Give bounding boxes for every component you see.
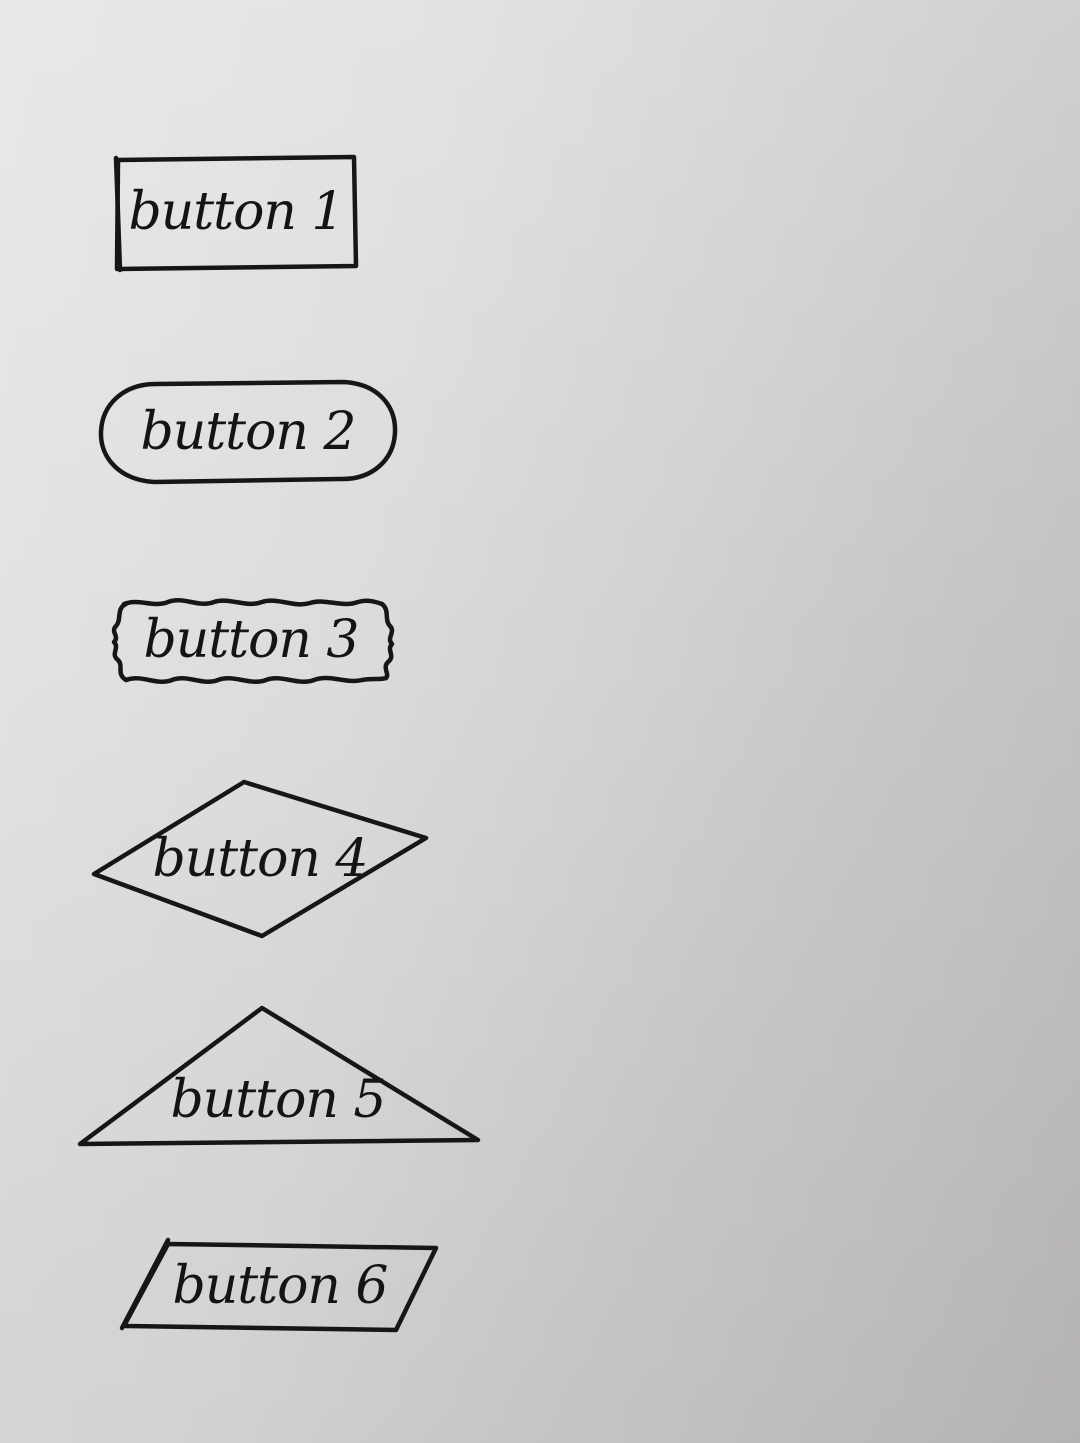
button-6-label: button 6 [172, 1256, 389, 1316]
button-3[interactable]: button 3 [106, 594, 396, 686]
button-5[interactable]: button 5 [72, 1004, 484, 1154]
button-1[interactable]: button 1 [112, 152, 360, 274]
button-6[interactable]: button 6 [118, 1234, 442, 1336]
diamond-outline [91, 779, 429, 939]
button-4[interactable]: button 4 [88, 778, 432, 940]
button-5-label: button 5 [170, 1070, 387, 1130]
button-1-label: button 1 [128, 182, 345, 242]
button-3-label: button 3 [143, 610, 360, 670]
parallelogram-outline [119, 1237, 439, 1333]
pill-outline [98, 379, 398, 485]
button-2-label: button 2 [140, 402, 357, 462]
button-4-label: button 4 [152, 829, 369, 889]
triangle-outline [77, 1005, 481, 1147]
button-2[interactable]: button 2 [96, 376, 400, 486]
wavy-outline [111, 598, 395, 684]
rectangle-outline [113, 154, 359, 273]
